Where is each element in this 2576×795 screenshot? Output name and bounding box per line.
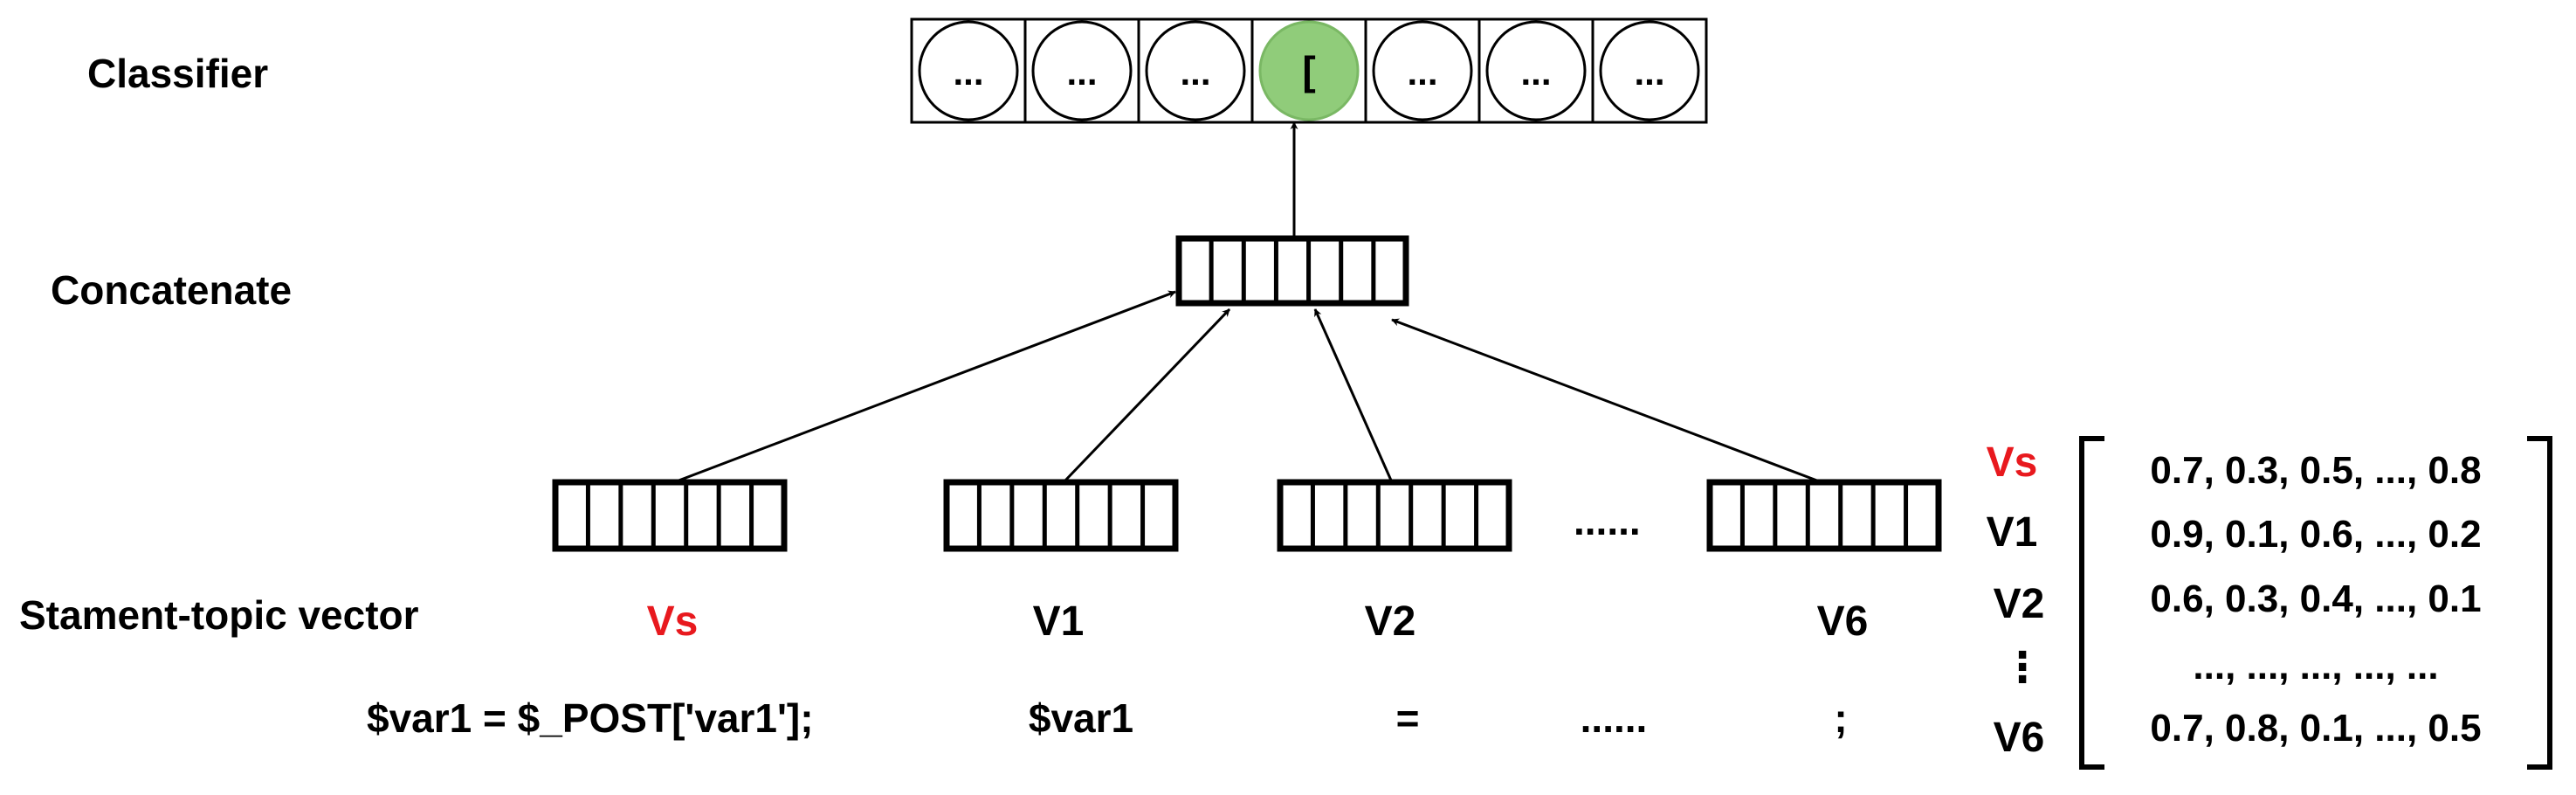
token-equals: =	[1396, 695, 1420, 741]
concat-vector-cells	[1175, 235, 1409, 307]
arrow-v6-to-concat	[1391, 318, 1822, 484]
arrow-vs-to-concat	[673, 290, 1176, 484]
matrix-row-values-v6: 0.7, 0.8, 0.1, ..., 0.5	[2150, 707, 2481, 750]
classifier-frame	[910, 17, 1708, 124]
classifier-node-label: ...	[1066, 52, 1097, 93]
matrix-row-values-vs: 0.7, 0.3, 0.5, ..., 0.8	[2150, 449, 2481, 492]
classifier-node	[1485, 20, 1587, 121]
statement-vector-v6-frame	[1706, 479, 1942, 552]
matrix-row-label-v1: V1	[1987, 509, 2038, 556]
vector-label-v6: V6	[1817, 598, 1869, 645]
statement-vector-vs-frame	[552, 479, 788, 552]
vector-label-v2: V2	[1365, 598, 1416, 645]
classifier-node-label: ...	[1407, 52, 1437, 93]
vector-ellipsis: ......	[1574, 498, 1641, 543]
classifier-node	[1145, 20, 1246, 121]
classifier-node	[1599, 20, 1700, 121]
embedding-matrix: Vs V1 V2 ⋮ V6 0.7, 0.3, 0.5, ..., 0.8 0.…	[1987, 436, 2552, 770]
matrix-row-values-ellipsis: ..., ..., ..., ..., ...	[2193, 645, 2438, 688]
matrix-row-label-v6: V6	[1994, 715, 2045, 761]
classifier-layer: ......... [.........	[910, 17, 1708, 124]
classifier-node-selected	[1258, 20, 1360, 121]
statement-vector-v1	[943, 479, 1179, 552]
label-classifier: Classifier	[87, 51, 268, 96]
classifier-node-label: ...	[953, 52, 983, 93]
matrix-left-bracket	[2079, 436, 2104, 770]
statement-vectors	[552, 479, 1942, 552]
classifier-node-label: ...	[1520, 52, 1551, 93]
vector-label-v1: V1	[1033, 598, 1085, 645]
statement-vector-v1-frame	[943, 479, 1179, 552]
matrix-row-values-v1: 0.9, 0.1, 0.6, ..., 0.2	[2150, 513, 2481, 556]
statement-vector-v2-frame	[1277, 479, 1512, 552]
matrix-row-values-v2: 0.6, 0.3, 0.4, ..., 0.1	[2150, 577, 2481, 620]
matrix-row-label-v2: V2	[1994, 581, 2045, 627]
statement-vector-v6	[1706, 479, 1942, 552]
statement-vector-v2	[1277, 479, 1512, 552]
token-statement: $var1 = $_POST['var1'];	[367, 695, 814, 741]
label-statement-topic-vector: Stament-topic vector	[19, 592, 419, 638]
connection-arrows	[673, 121, 1822, 484]
concat-vector	[1175, 235, 1409, 307]
token-ellipsis: ......	[1581, 695, 1648, 741]
classifier-node	[1031, 20, 1133, 121]
token-semicolon: ;	[1834, 695, 1847, 741]
vector-label-vs: Vs	[647, 598, 699, 645]
matrix-row-label-vdots: ⋮	[2001, 645, 2043, 691]
classifier-node	[918, 20, 1019, 121]
concat-vector-cells-frame	[1175, 235, 1409, 307]
classifier-node-label: ...	[1180, 52, 1210, 93]
classifier-node-label: [	[1302, 48, 1315, 93]
matrix-right-bracket	[2527, 436, 2552, 770]
statement-vector-vs	[552, 479, 788, 552]
arrow-v1-to-concat	[1062, 308, 1231, 484]
label-concatenate: Concatenate	[51, 267, 292, 313]
classifier-node-label: ...	[1634, 52, 1664, 93]
arrow-v2-to-concat	[1313, 308, 1394, 483]
matrix-row-label-vs: Vs	[1987, 439, 2038, 486]
classifier-node	[1372, 20, 1473, 121]
token-var1: $var1	[1029, 695, 1133, 741]
